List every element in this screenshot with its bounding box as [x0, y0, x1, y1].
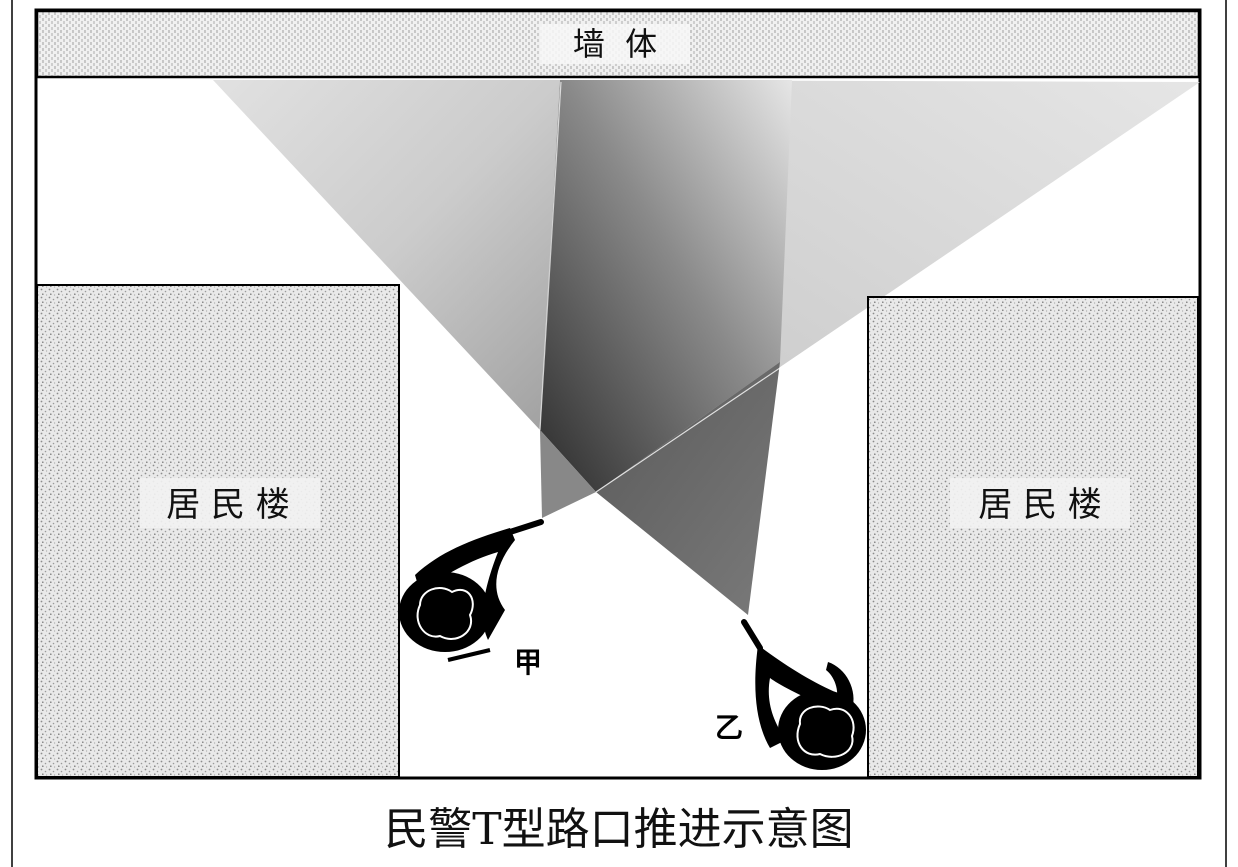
officer-a-head: [416, 587, 474, 640]
officer-b-head: [796, 705, 855, 758]
officer-b-arms: [755, 645, 835, 748]
vision-cone-a-low: [540, 430, 596, 518]
officer-a-weapon: [507, 519, 544, 535]
officer-a-figure: [399, 519, 544, 662]
vision-cone-b-low: [596, 362, 780, 615]
officer-a-label: 甲: [514, 646, 542, 679]
building-left-label-bg: [140, 478, 320, 528]
building-right-label: 居 民 楼: [978, 485, 1102, 525]
building-left: [36, 284, 400, 778]
wall-label: 墙 体: [573, 25, 657, 63]
building-left-label: 居 民 楼: [166, 485, 290, 525]
sightline-a: [539, 81, 562, 431]
sightline-b: [595, 85, 1199, 493]
officer-a-shadow-line: [447, 648, 491, 662]
officer-b-label: 乙: [715, 711, 743, 744]
wall-label-bg: [540, 24, 690, 64]
building-right: [867, 296, 1199, 778]
officer-b-figure: [741, 619, 866, 770]
vision-cone-center: [540, 80, 792, 492]
vision-cone-a-left: [213, 80, 560, 430]
building-right-label-bg: [950, 478, 1130, 528]
diagram-caption: 民警T型路口推进示意图: [384, 804, 854, 855]
officer-b-weapon: [741, 619, 763, 651]
